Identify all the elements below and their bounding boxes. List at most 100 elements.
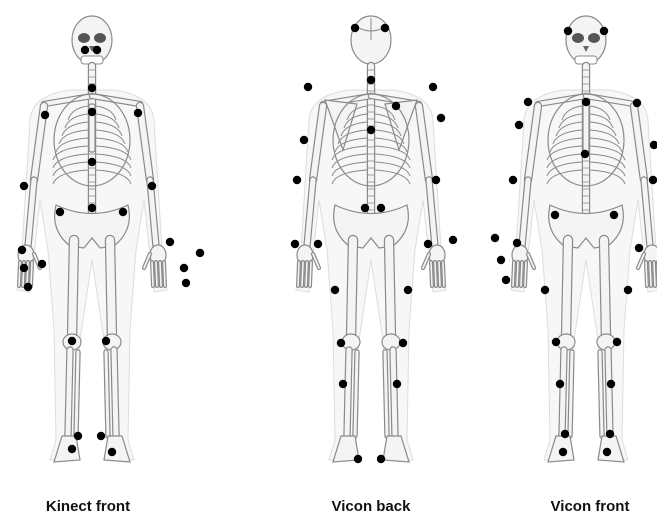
marker-dot [331,286,339,294]
fibula-left [570,352,572,436]
finger [521,262,522,286]
marker-dot [515,121,523,129]
finger [650,262,651,286]
marker-dot [304,83,312,91]
marker-dot [449,236,457,244]
tibia-right [114,350,116,436]
marker-dot [581,150,589,158]
finger [156,262,157,286]
marker-dot [437,114,445,122]
marker-dot [166,238,174,246]
marker-dot [148,182,156,190]
marker-dot [291,240,299,248]
finger [654,262,655,286]
tibia-right [608,350,610,436]
marker-dot [381,24,389,32]
fibula-right [106,352,108,436]
finger [152,262,153,286]
marker-dot [582,98,590,106]
finger [19,262,20,286]
marker-dot [392,102,400,110]
eye-socket-right [588,33,600,43]
marker-dot [88,84,96,92]
marker-dot [81,46,89,54]
finger [443,262,444,286]
femur-left [351,240,353,338]
marker-dot [502,276,510,284]
marker-dot [367,126,375,134]
marker-dot [20,182,28,190]
marker-dot [293,176,301,184]
marker-dot [404,286,412,294]
marker-dot [606,430,614,438]
finger [517,262,518,286]
marker-dot [513,239,521,247]
finger [525,262,526,286]
marker-dot [56,208,64,216]
marker-dot [68,445,76,453]
marker-dot [424,240,432,248]
marker-dot [624,286,632,294]
marker-dot [300,136,308,144]
marker-dot [561,430,569,438]
fibula-left [355,352,357,436]
marker-dot [314,240,322,248]
marker-dot [377,204,385,212]
finger [164,262,165,286]
tibia-left [562,350,564,436]
marker-dot [354,455,362,463]
eye-socket-left [572,33,584,43]
skeleton-figure-2 [511,16,657,462]
marker-dot [97,432,105,440]
marker-dot [367,76,375,84]
finger [435,262,436,286]
femur-left [566,240,568,338]
eye-socket-left [78,33,90,43]
marker-dot [524,98,532,106]
finger [31,262,32,286]
skeleton-figure-0 [17,16,167,462]
marker-dot [650,141,657,149]
finger [302,262,303,286]
marker-dot [559,448,567,456]
finger [439,262,440,286]
marker-dot [633,99,641,107]
femur-right [110,240,112,338]
marker-dot [337,339,345,347]
marker-dot [74,432,82,440]
marker-dot [88,204,96,212]
finger [646,262,647,286]
marker-dot [551,211,559,219]
marker-dot [509,176,517,184]
finger [160,262,161,286]
marker-dot [108,448,116,456]
marker-dot [102,337,110,345]
marker-dot [432,176,440,184]
femur-right [604,240,606,338]
finger [431,262,432,286]
finger [513,262,514,286]
marker-dot [556,380,564,388]
marker-dot [541,286,549,294]
marker-dot [38,260,46,268]
marker-dot [68,337,76,345]
marker-dot [88,108,96,116]
marker-dot [361,204,369,212]
marker-dot [134,109,142,117]
marker-dot [377,455,385,463]
marker-dot [24,283,32,291]
sternum [583,104,589,152]
fibula-right [600,352,602,436]
marker-dot [607,380,615,388]
caption-vicon-front: Vicon front [551,498,630,515]
marker-dot [20,264,28,272]
marker-dot [393,380,401,388]
marker-dot [41,111,49,119]
marker-dot [196,249,204,257]
marker-dot [649,176,657,184]
marker-dot [180,264,188,272]
marker-dot [613,338,621,346]
caption-vicon-back: Vicon back [332,498,411,515]
marker-dot [603,448,611,456]
